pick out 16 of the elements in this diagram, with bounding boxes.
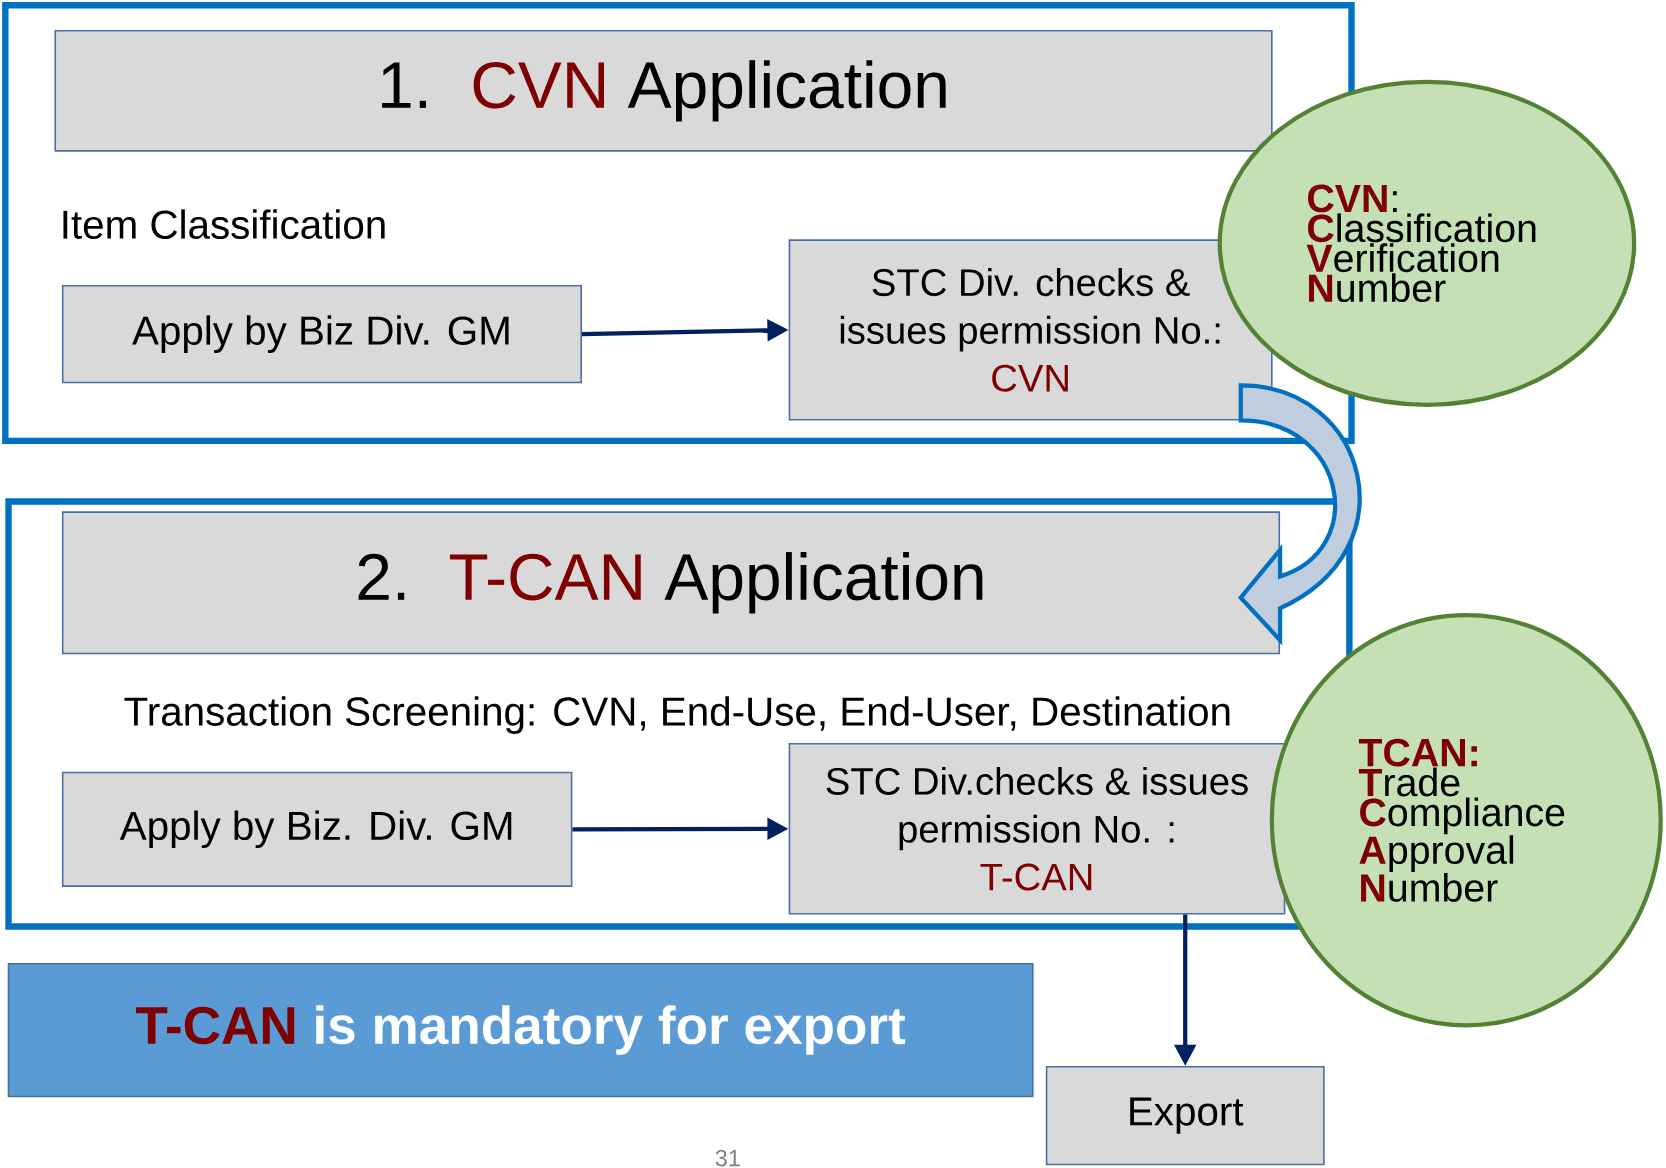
process-box: STC Div.checks & issues permission No. : T-CAN [788,743,1286,915]
process-box: Apply by Biz Div. GM [61,285,582,384]
title-box: 2. T-CAN Application [61,511,1281,655]
definition-text: CVN: Classification Verification Number [1306,184,1536,303]
process-box: Apply by Biz. Div. GM [61,771,573,888]
definition-ellipse [1269,613,1663,1028]
frame [5,498,1353,930]
definition-text: TCAN: Trade Compliance Approval Number [1358,738,1565,902]
note-text: Transaction Screening: CVN, End-Use, End-User, Destination [124,696,1230,735]
process-box: STC Div. checks & issues permission No.: CVN [788,239,1273,421]
page-number: 31 [715,1150,740,1167]
title-box: 1. CVN Application [54,30,1273,152]
section-label: Item Classification [63,209,385,240]
curved-arrow [1238,383,1362,643]
process-box: Export [1045,1066,1325,1166]
banner: T-CAN is mandatory for export [7,963,1034,1098]
